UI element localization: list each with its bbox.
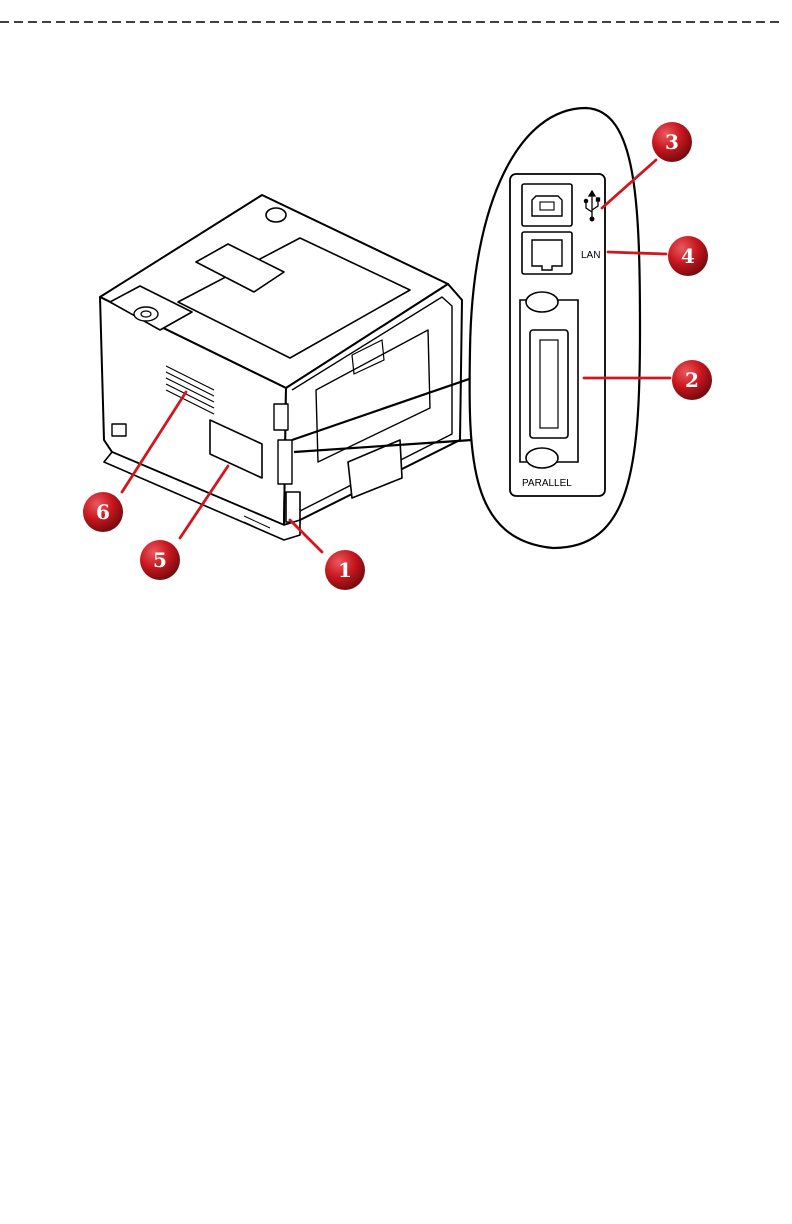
usb-port-tongue [540,202,554,210]
power-switch [112,424,126,436]
panel-dial-center [141,311,151,317]
lan-label: LAN [581,250,600,261]
callout-6: 6 [83,492,123,532]
top-button [266,208,286,222]
parallel-clip-top [526,292,558,312]
callout-2-number: 2 [685,368,699,392]
callout-5-number: 5 [153,548,167,572]
callout-5: 5 [140,540,180,580]
callout-1: 1 [325,550,365,590]
rear-usb-lan-ports [274,404,288,430]
callout-3: 3 [652,122,692,162]
rear-parallel-port [278,440,292,484]
callout-2: 2 [672,360,712,400]
parallel-label: PARALLEL [522,478,572,489]
printer-illustration [100,195,462,540]
lan-port-socket [532,240,562,270]
parallel-clip-bottom [526,448,558,468]
callout-6-number: 6 [96,500,110,524]
callout-3-number: 3 [665,130,679,154]
power-socket [286,492,300,522]
callout-4: 4 [668,236,708,276]
parallel-socket-pins [540,340,558,428]
callout-4-number: 4 [681,244,695,268]
callout-1-number: 1 [338,558,352,582]
leader-4 [608,252,666,254]
